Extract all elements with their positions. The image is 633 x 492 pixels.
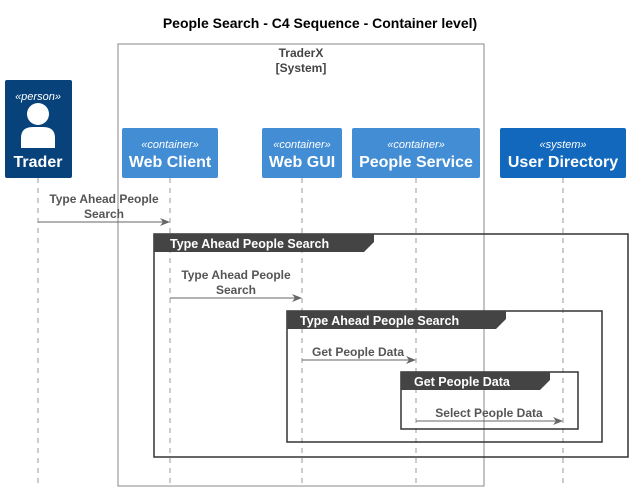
group-frame-outer: Type Ahead People Search	[153, 233, 629, 458]
message-label-line2: Search	[216, 283, 256, 297]
group-frame-middle: Type Ahead People Search	[286, 310, 603, 443]
participant-web-client-stereotype: «container»	[141, 139, 199, 151]
message-type-ahead-people-search-2: Type Ahead People Search	[170, 268, 302, 302]
participant-trader: «person» Trader	[5, 80, 72, 178]
message-label: Get People Data	[312, 345, 404, 359]
message-get-people-data: Get People Data	[302, 345, 416, 364]
message-label-line1: Type Ahead People	[49, 192, 159, 206]
participant-trader-stereotype: «person»	[15, 91, 61, 103]
participant-user-directory-name: User Directory	[508, 154, 618, 171]
participant-people-service-stereotype: «container»	[387, 139, 445, 151]
message-label-line1: Type Ahead People	[181, 268, 291, 282]
person-icon	[21, 103, 55, 148]
participant-web-gui-name: Web GUI	[269, 154, 335, 171]
participant-web-gui-stereotype: «container»	[273, 139, 331, 151]
system-boundary	[117, 43, 485, 487]
message-label: Select People Data	[435, 406, 543, 420]
group-frame-inner-label: Get People Data	[414, 375, 511, 389]
message-label-line2: Search	[84, 207, 124, 221]
group-frame-inner: Get People Data	[400, 371, 579, 430]
diagram-title: People Search - C4 Sequence - Container …	[163, 15, 477, 31]
message-type-ahead-people-search-1: Type Ahead People Search	[38, 192, 170, 226]
participant-web-client: «container» Web Client	[122, 128, 218, 178]
participant-web-client-name: Web Client	[129, 154, 212, 171]
system-boundary-type: [System]	[276, 61, 327, 75]
participant-user-directory: «system» User Directory	[500, 128, 626, 178]
participant-user-directory-stereotype: «system»	[539, 139, 586, 151]
system-boundary-name: TraderX	[279, 46, 324, 60]
group-frame-middle-label: Type Ahead People Search	[300, 314, 459, 328]
participant-trader-name: Trader	[14, 154, 63, 171]
group-frame-outer-label: Type Ahead People Search	[170, 237, 329, 251]
participant-people-service: «container» People Service	[352, 128, 480, 178]
participant-web-gui: «container» Web GUI	[262, 128, 342, 178]
message-select-people-data: Select People Data	[416, 406, 563, 425]
participant-people-service-name: People Service	[359, 154, 473, 171]
